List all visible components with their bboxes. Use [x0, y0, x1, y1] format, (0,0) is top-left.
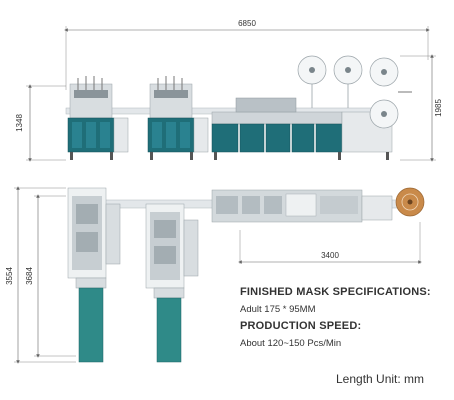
dim-total-length: 6850	[64, 19, 430, 90]
dim-line-length: 3400	[238, 222, 422, 264]
length-unit-label: Length Unit: mm	[336, 372, 425, 386]
dim-label-machine-height: 1348	[15, 114, 24, 132]
dim-label-total-height: 1985	[434, 99, 443, 117]
front-view: 6850 1348 1985	[15, 19, 443, 162]
speed-heading: PRODUCTION SPEED:	[240, 320, 362, 332]
speed-value: About 120~150 Pcs/Min	[240, 338, 342, 349]
material-rolls-front	[297, 55, 412, 129]
dim-label-total-length: 6850	[238, 19, 256, 28]
dim-machine-height: 1348	[15, 84, 66, 162]
top-view: 3554 3684 3400	[5, 186, 425, 364]
earloop-station-1-top	[67, 187, 121, 363]
earloop-station-2-front	[147, 76, 209, 160]
mask-spec-heading: FINISHED MASK SPECIFICATIONS:	[240, 286, 431, 298]
earloop-station-1-front	[67, 76, 129, 160]
earloop-station-2-top	[145, 203, 199, 363]
forming-machine-front	[211, 97, 393, 160]
mask-spec-value: Adult 175 * 95MM	[240, 304, 316, 315]
conveyor-belt-1	[78, 287, 104, 363]
dim-overall-width: 3554	[5, 186, 76, 364]
forming-machine-top	[211, 189, 393, 223]
material-roll-top	[395, 187, 425, 217]
dim-total-height: 1985	[400, 54, 443, 162]
dim-label-line-length: 3400	[321, 251, 339, 260]
dim-label-station-width: 3684	[25, 267, 34, 285]
dim-label-overall-width: 3554	[5, 267, 14, 285]
conveyor-belt-2	[156, 297, 182, 363]
dim-station-width: 3684	[25, 194, 76, 358]
